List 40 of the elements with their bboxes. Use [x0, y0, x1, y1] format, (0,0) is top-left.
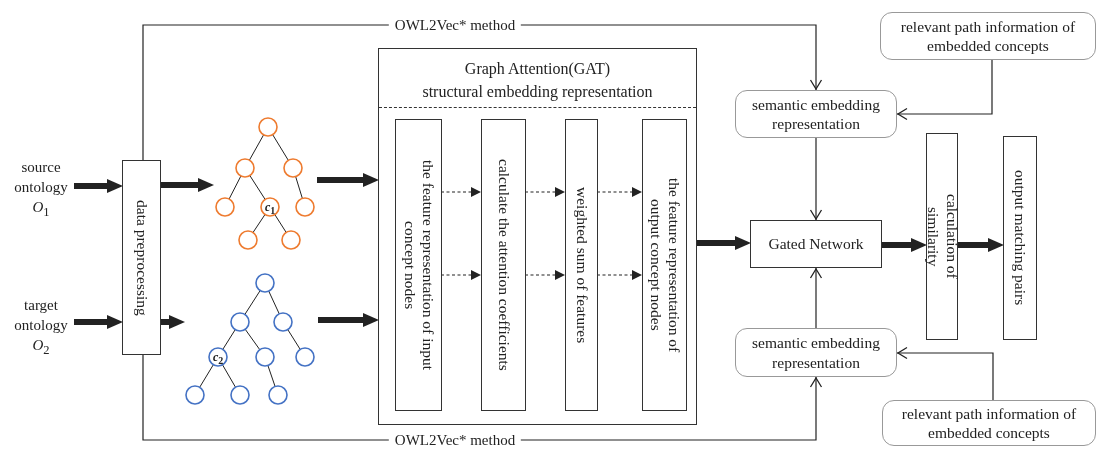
input-label: target ontology O$_{2}$ [8, 296, 74, 358]
arrow [318, 313, 379, 327]
module-box [378, 48, 697, 425]
edge-label: OWL2Vec* method [388, 17, 522, 33]
process-box: calculation of similarity [926, 133, 958, 340]
rounded-box: semantic embedding representation [735, 328, 897, 377]
process-box: weighted sum of features [565, 119, 598, 411]
module-title: Graph Attention(GAT) [464, 59, 611, 80]
dashed-arrow [596, 270, 642, 280]
module-title: structural embedding representation [422, 82, 653, 103]
arrow [958, 238, 1004, 252]
arrow [697, 236, 751, 250]
input-label: source ontology O$_{1}$ [8, 158, 74, 220]
arrow [74, 315, 123, 329]
edge-label: OWL2Vec* method [388, 432, 522, 448]
rounded-box: relevant path information of embedded concepts [882, 400, 1096, 446]
dashed-arrow [440, 187, 481, 197]
process-box: Gated Network [750, 220, 882, 268]
arrow [161, 178, 214, 192]
arrow [161, 315, 185, 329]
dashed-arrow [524, 187, 565, 197]
arrow [896, 346, 994, 401]
arrow [809, 267, 823, 329]
node-label: c$_{2}$ [213, 351, 224, 368]
arrow [896, 59, 993, 121]
process-box: output matching pairs [1003, 136, 1037, 340]
process-box: the feature representation of input concept nodes [395, 119, 442, 411]
dashed-arrow [596, 187, 642, 197]
process-box: the feature representation of output concept nodes [642, 119, 687, 411]
arrow [809, 137, 823, 221]
dashed-arrow [440, 270, 481, 280]
arrow [74, 179, 123, 193]
rounded-box: relevant path information of embedded concepts [880, 12, 1096, 60]
process-box: calculate the attention coefficients [481, 119, 526, 411]
process-box: data preprocessing [122, 160, 161, 355]
arrow [317, 173, 379, 187]
node-label: c$_{1}$ [265, 201, 276, 218]
arrow [882, 238, 927, 252]
dashed-arrow [524, 270, 565, 280]
rounded-box: semantic embedding representation [735, 90, 897, 138]
